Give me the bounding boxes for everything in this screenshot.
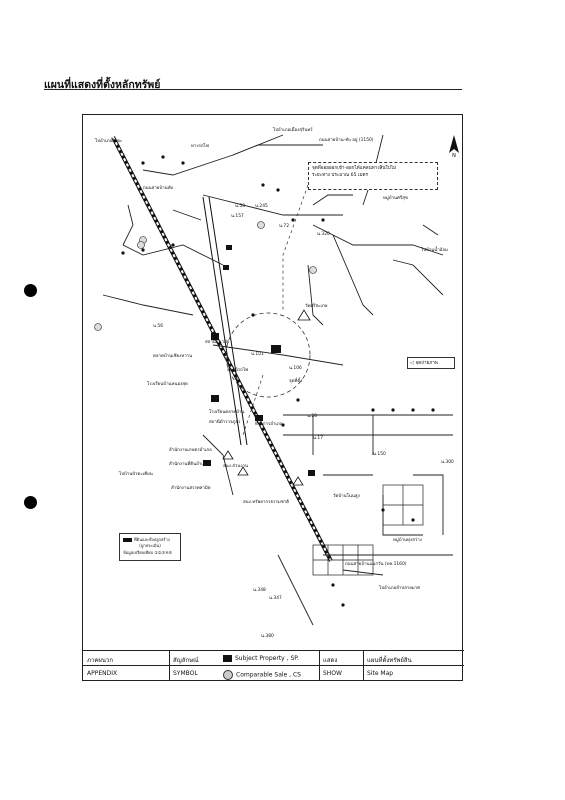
- eye-icon: ◁: [410, 360, 414, 366]
- label-road-km: ถนนสายบ้าน-ทับ อยู่ (1150): [319, 138, 374, 143]
- binder-hole-bottom: [24, 496, 37, 509]
- label-road-top: ไปอำเภอเมืองสุรินทร์: [273, 128, 313, 133]
- label-road-right: ไปบ้านน้ำอ้อม: [421, 248, 448, 253]
- footer-row-1: ภาคผนวก สัญลักษณ์ Subject Property , SP.…: [83, 650, 464, 666]
- label-n15: น.17: [313, 436, 323, 441]
- label-rail2: ถนนสายบ้านทับ: [143, 186, 174, 191]
- label-n3: น.157: [231, 214, 244, 219]
- subject-swatch: [123, 538, 132, 542]
- main-road: [202, 196, 248, 446]
- label-school: โรงเรียนบ้านหนองสุด: [147, 382, 188, 387]
- label-road-bottom: ถนนสายบ้านแม่กวัน (ทล.1160): [345, 562, 407, 567]
- heading-rule: [44, 89, 462, 90]
- footer-divider-3: [363, 650, 364, 680]
- footer-symbol-en: SYMBOL: [173, 670, 198, 677]
- subject-square-icon: [223, 655, 232, 662]
- footer-appendix-en: APPENDIX: [87, 670, 118, 677]
- site-map-drawing: [94, 134, 453, 626]
- label-road-bottom2: ไปอำเภอลำปลายมาศ: [379, 586, 420, 591]
- label-temple2: วัดบ้านโนนสูง: [333, 494, 360, 499]
- label-n1: น.58: [235, 204, 245, 209]
- parcel-grid: [312, 484, 424, 576]
- road-network: [102, 134, 453, 626]
- photo-legend-label: จุดถ่ายภาพ: [415, 360, 438, 366]
- footer-appendix-th: ภาคผนวก: [87, 657, 113, 664]
- label-n5: น.320: [317, 232, 330, 237]
- label-road-top2: ไปอำเภอสังขะ: [95, 139, 123, 144]
- legend-note: (ถูกประเมิน): [139, 543, 161, 549]
- label-village2: หมู่บ้านศรีสุข: [383, 196, 408, 201]
- label-bank: สนง.ส่วนงาน: [223, 464, 248, 469]
- photo-point-legend: ◁ จุดถ่ายภาพ: [407, 357, 455, 369]
- landmark-markers: [121, 155, 435, 607]
- legend-subject-row: ที่ดินและสิ่งปลูกสร้าง: [123, 537, 177, 543]
- site-map-frame: ไปอำเภอเมืองสุรินทร์ ถนนสายบ้าน-ทับ อยู่…: [82, 114, 464, 681]
- callout-line2: ระยะทาง ประมาณ 65 เมตร: [312, 172, 368, 178]
- label-n13: น.348: [253, 588, 266, 593]
- label-n8: น.106: [289, 366, 302, 371]
- label-temple: วัดศรีสะเกษ: [305, 304, 328, 309]
- footer-comparable: Comparable Sale , CS: [223, 670, 301, 680]
- comparable-circle-icon: [223, 670, 233, 680]
- label-office3: สำนักงานสรรพสามิต: [171, 486, 211, 491]
- footer-subject: Subject Property , SP.: [223, 655, 299, 662]
- footer-symbol-th: สัญลักษณ์: [173, 657, 199, 664]
- legend-comparables: ข้อมูลเปรียบเทียบ ①②③④⑤: [123, 549, 173, 555]
- label-n2: น.245: [255, 204, 268, 209]
- label-n12: น.347: [269, 596, 282, 601]
- label-police: สถานีตำรวจภูธร: [209, 420, 241, 425]
- label-n9: น.28: [307, 414, 317, 419]
- label-hospital: สถานีอนามัย: [205, 340, 230, 345]
- label-market: ตลาดบ้านเชียงหวาน: [153, 354, 193, 359]
- label-n7: น.101: [251, 352, 264, 357]
- map-footer-table: ภาคผนวก สัญลักษณ์ Subject Property , SP.…: [83, 650, 464, 680]
- footer-show-en: SHOW: [323, 670, 342, 677]
- footer-sitemap-en: Site Map: [367, 670, 394, 677]
- svg-text:N: N: [452, 153, 456, 157]
- temple-symbols: [222, 309, 311, 486]
- footer-sitemap-th: แผนที่ตั้งทรัพย์สิน: [367, 657, 412, 664]
- label-rail: ทางรถไฟ: [191, 144, 209, 149]
- map-legend-box: ที่ดินและสิ่งปลูกสร้าง (ถูกประเมิน) ข้อม…: [119, 533, 181, 561]
- footer-divider-1: [169, 650, 170, 680]
- footer-show-th: แสดง: [323, 657, 338, 664]
- comparable-sale-markers: [94, 221, 317, 331]
- radius-circle: [225, 312, 311, 398]
- label-n6: น.56: [153, 324, 163, 329]
- page-heading: แผนที่แสดงที่ตั้งหลักทรัพย์: [44, 79, 161, 91]
- callout-line1: จุดที่ออยออกเข้า-ออกได้แคลนทางสินใปไม่: [312, 166, 397, 171]
- footer-divider-2: [319, 650, 320, 680]
- label-school2: โรงเรียนตลาดบ้าน: [209, 410, 245, 415]
- callout-leader: [282, 184, 309, 310]
- label-subject: จุดที่ตั้ง: [289, 379, 303, 384]
- label-n14: น.380: [261, 634, 274, 639]
- label-n4: น.72: [279, 224, 289, 229]
- label-office: สำนักงานเกษตรอำเภอ: [169, 448, 212, 453]
- binder-hole-top: [24, 284, 37, 297]
- label-district: ที่ว่าการอำเภอ: [255, 422, 283, 427]
- label-station: สถานีรถไฟ: [227, 368, 249, 373]
- label-office4: สนง.ทรัพยากรธรรมชาติ: [243, 500, 290, 505]
- label-n10: น.150: [373, 452, 386, 457]
- label-village: หมู่บ้านทุ่งสว่าง: [393, 538, 422, 543]
- access-callout: จุดที่ออยออกเข้า-ออกได้แคลนทางสินใปไม่ ร…: [308, 162, 438, 190]
- label-office2: สำนักงานที่ดินอำเภอ: [169, 462, 209, 467]
- access-line: [242, 374, 264, 436]
- subject-property-marker: [271, 345, 281, 353]
- railway-line: [111, 136, 333, 562]
- label-road-left: ไปบ้านบัวตะเคียน: [119, 472, 153, 477]
- label-n11: น.300: [441, 460, 454, 465]
- footer-row-2: APPENDIX SYMBOL Comparable Sale , CS SHO…: [83, 665, 464, 681]
